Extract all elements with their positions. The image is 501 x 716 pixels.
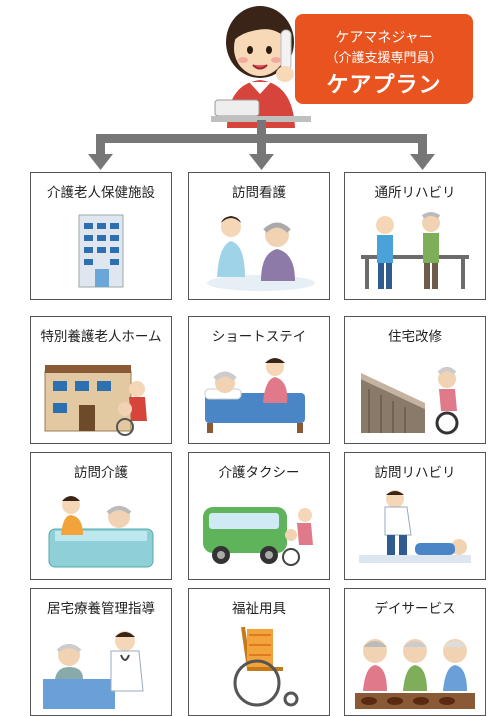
service-card-day-rehab: 通所リハビリ bbox=[344, 172, 486, 300]
arrow-down-icon bbox=[88, 154, 113, 170]
service-card-care-taxi: 介護タクシー bbox=[188, 452, 330, 580]
home-rehab-therapist-icon bbox=[359, 490, 471, 563]
connector-drop-right bbox=[418, 134, 427, 156]
home-bathing-care-icon bbox=[48, 496, 154, 568]
role-title: ケアマネジャー bbox=[335, 30, 433, 46]
service-label: 住宅改修 bbox=[388, 329, 442, 345]
service-label: 訪問リハビリ bbox=[374, 465, 456, 481]
service-label: 福祉用具 bbox=[232, 601, 286, 617]
service-card-home-medical-management: 居宅療養管理指導 bbox=[30, 588, 172, 716]
service-card-welfare-equipment: 福祉用具 bbox=[188, 588, 330, 716]
service-label: 介護老人保健施設 bbox=[47, 185, 155, 201]
arrow-down-icon bbox=[410, 154, 435, 170]
connector-stem bbox=[257, 120, 266, 136]
wheelchair-icon bbox=[233, 626, 299, 707]
care-taxi-van-icon bbox=[203, 507, 313, 566]
service-card-home-rehab: 訪問リハビリ bbox=[344, 452, 486, 580]
day-rehab-parallel-bars-icon bbox=[361, 212, 469, 289]
service-label: 特別養護老人ホーム bbox=[40, 329, 162, 345]
service-card-home-care: 訪問介護 bbox=[30, 452, 172, 580]
service-card-short-stay: ショートステイ bbox=[188, 316, 330, 444]
doctor-home-visit-icon bbox=[43, 631, 144, 709]
connector-tree bbox=[88, 120, 435, 170]
care-manager-phone-icon bbox=[211, 6, 311, 128]
role-subtitle: （介護支援専門員） bbox=[325, 51, 443, 66]
service-label: 介護タクシー bbox=[218, 465, 300, 481]
day-service-elders-icon bbox=[355, 639, 475, 709]
home-ramp-wheelchair-icon bbox=[361, 367, 459, 435]
hospital-building-icon bbox=[78, 214, 124, 288]
service-card-visiting-nurse: 訪問看護 bbox=[188, 172, 330, 300]
service-label: 訪問看護 bbox=[232, 185, 286, 201]
connector-drop-left bbox=[96, 134, 105, 156]
arrow-down-icon bbox=[249, 154, 274, 170]
short-stay-bed-icon bbox=[204, 358, 305, 433]
service-label: デイサービス bbox=[374, 601, 456, 617]
visiting-nurse-icon bbox=[207, 216, 315, 291]
service-label: 居宅療養管理指導 bbox=[47, 601, 155, 617]
service-card-home-renovation: 住宅改修 bbox=[344, 316, 486, 444]
service-label: 訪問介護 bbox=[74, 465, 128, 481]
connector-drop-center bbox=[257, 134, 266, 156]
service-label: ショートステイ bbox=[211, 329, 307, 345]
service-card-special-nursing-home: 特別養護老人ホーム bbox=[30, 316, 172, 444]
care-plan-callout: ケアマネジャー （介護支援専門員） ケアプラン bbox=[295, 14, 473, 104]
service-card-nursing-health-facility: 介護老人保健施設 bbox=[30, 172, 172, 300]
nursing-home-wheelchair-icon bbox=[44, 365, 147, 436]
service-card-day-service: デイサービス bbox=[344, 588, 486, 716]
service-label: 通所リハビリ bbox=[374, 185, 456, 201]
care-plan-label: ケアプラン bbox=[326, 73, 442, 98]
